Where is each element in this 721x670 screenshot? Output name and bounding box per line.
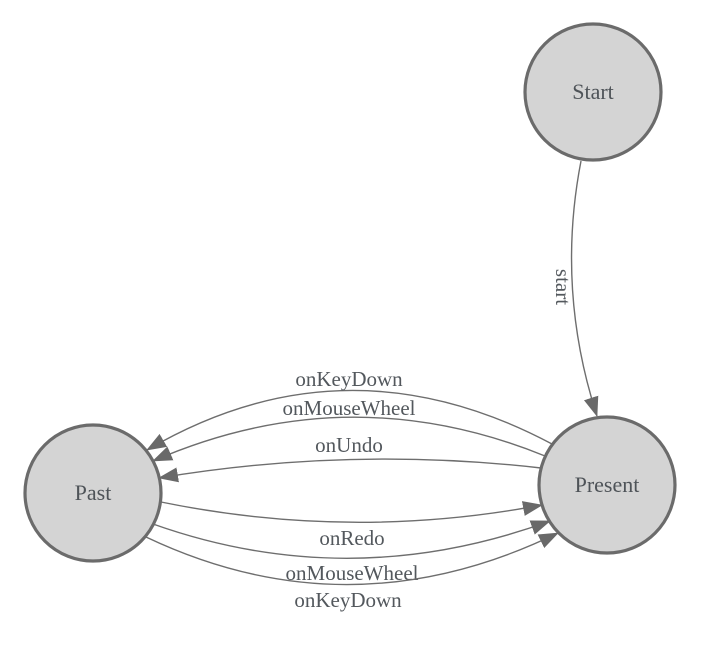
transition-present-past-onKeyDown[interactable] [146,389,553,451]
transition-label-past-present-onKeyDown: onKeyDown [294,588,402,612]
transition-start-present-start[interactable] [570,160,599,417]
transition-past-present-onMouseWheel[interactable] [152,520,551,559]
transition-past-present-onRedo[interactable] [160,501,543,523]
state-node-start[interactable] [523,22,663,162]
transition-present-past-onMouseWheel[interactable] [152,416,546,462]
state-node-past[interactable] [23,423,163,563]
transition-label-past-present-onRedo: onRedo [319,526,384,550]
state-label-past: Past [75,480,112,505]
transition-label-present-past-onUndo: onUndo [315,433,383,457]
state-label-present: Present [575,472,640,497]
transition-label-start-present-start: start [551,269,575,305]
state-node-present[interactable] [537,415,677,555]
state-label-start: Start [572,79,614,104]
transition-present-past-onUndo[interactable] [158,458,542,483]
transition-label-present-past-onMouseWheel: onMouseWheel [283,396,416,420]
transition-past-present-onKeyDown[interactable] [145,532,559,586]
transition-label-present-past-onKeyDown: onKeyDown [295,367,403,391]
